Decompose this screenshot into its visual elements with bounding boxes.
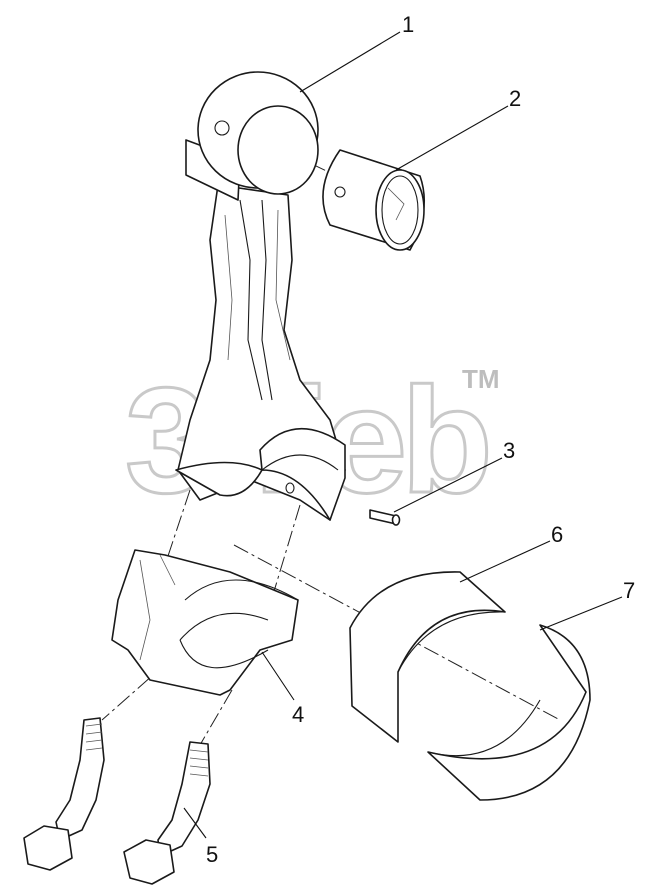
bearing-shell-lower	[427, 624, 591, 801]
callout-4: 4	[292, 702, 304, 727]
callout-7: 7	[623, 578, 635, 603]
callout-6: 6	[551, 522, 563, 547]
dowel-pin	[369, 509, 401, 526]
callout-2: 2	[509, 86, 521, 111]
callout-labels: 1 2 3 4 5 6 7	[206, 12, 635, 867]
rod-bolt-left	[23, 717, 105, 871]
watermark-trademark: TM	[462, 364, 500, 394]
callout-5: 5	[206, 842, 218, 867]
connecting-rod-cap	[111, 549, 299, 696]
callout-1: 1	[402, 12, 414, 37]
piston-pin-bushing	[322, 149, 426, 251]
callout-3: 3	[503, 438, 515, 463]
leader-lines	[183, 31, 623, 839]
rod-bolt-right	[123, 741, 211, 885]
bearing-shell-upper	[349, 571, 506, 743]
connecting-rod	[175, 71, 346, 521]
